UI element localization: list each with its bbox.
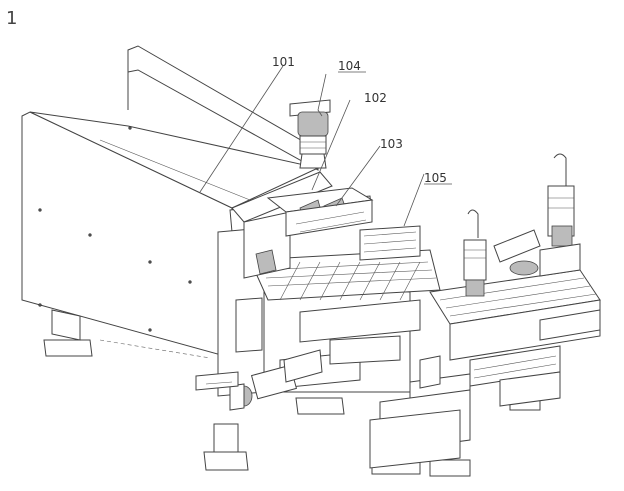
leader-lines [199,65,452,227]
motor-104 [289,99,331,169]
right-cylinders [463,153,581,297]
figure-number: 1 [6,8,17,29]
back-plate [127,45,319,171]
label-105: 105 [424,171,447,185]
top-tray [231,171,374,279]
label-103: 103 [380,137,403,151]
support-feet [43,309,541,477]
conveyor-assembly [369,269,601,469]
label-101: 101 [272,55,295,69]
label-104: 104 [338,59,361,73]
left-actuator [195,349,323,411]
centerline [99,339,211,359]
cover-panel [21,111,320,359]
label-102: 102 [364,91,387,105]
